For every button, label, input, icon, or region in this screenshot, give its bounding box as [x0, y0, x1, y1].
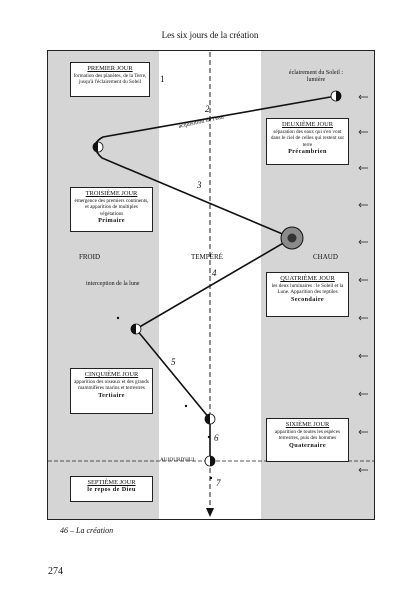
day-era: Tertiaire [98, 391, 125, 399]
day-text: apparition de toutes les espèces terrest… [274, 429, 341, 442]
page-title: Les six jours de la création [161, 30, 259, 40]
cold-band [48, 51, 159, 519]
step-number-1: 1 [160, 74, 165, 84]
step-number-7: 7 [216, 478, 221, 488]
day-text: apparition des oiseaux et des grands mam… [74, 379, 149, 392]
day-text: formation des planètes, de la Terre, jus… [73, 73, 147, 86]
day-text: séparation des eaux qui s'en vont dans l… [270, 129, 345, 148]
moon-phase-today [204, 455, 216, 467]
day-era: Secondaire [290, 295, 325, 303]
dot [209, 476, 213, 480]
day-box-2: DEUXIÈME JOUR séparation des eaux qui s'… [266, 118, 349, 165]
moon-phase-3 [130, 323, 142, 335]
step-number-4: 4 [212, 268, 217, 278]
sun-light-label: éclairement du Soleil : lumière [288, 70, 344, 83]
day-era: Précambrien [288, 147, 327, 155]
moon-label: interception de la lune [86, 281, 140, 287]
step-number-6: 6 [214, 433, 219, 443]
day-heading: TROISIÈME JOUR [85, 190, 138, 197]
step-number-2: 2 [205, 104, 210, 114]
day-box-6: SIXIÈME JOUR apparition de toutes les es… [266, 418, 349, 462]
side-arrows [358, 94, 368, 473]
day-box-4: QUATRIÈME JOUR les deux luminaires : le … [266, 272, 349, 317]
zone-hot-label: CHAUD [313, 253, 338, 261]
moon-phase-4 [204, 413, 216, 425]
day-box-5: CINQUIÈME JOUR apparition des oiseaux et… [70, 368, 153, 414]
day-text: les deux luminaires : le Soleil et la Lu… [271, 283, 344, 296]
day-heading: SEPTIÈME JOUR [87, 479, 136, 486]
today-label: AUJOURD'HUI [160, 457, 195, 463]
day-heading: QUATRIÈME JOUR [280, 275, 335, 282]
day-heading: CINQUIÈME JOUR [84, 371, 139, 378]
time-arrow-head [206, 508, 214, 517]
zone-temperate-label: TEMPÉRÉ [191, 253, 223, 261]
day-box-3: TROISIÈME JOUR émergence des premiers co… [70, 187, 153, 232]
day-text: émergence des premiers continents, et ap… [74, 198, 149, 217]
moon-phase-2 [92, 141, 104, 153]
dot [184, 404, 188, 408]
day-box-1: PREMIER JOUR formation des planètes, de … [70, 62, 150, 97]
dot [116, 316, 120, 320]
day-era: Quaternaire [289, 441, 326, 449]
step-number-3: 3 [197, 180, 202, 190]
figure-caption: 46 – La création [60, 526, 114, 535]
moon-phase-1 [330, 90, 342, 102]
day-era: Primaire [98, 216, 125, 224]
day-heading: SIXIÈME JOUR [285, 421, 330, 428]
page-number: 274 [48, 566, 63, 577]
sun-disk [280, 226, 304, 250]
zone-cold-label: FROID [79, 253, 101, 261]
day-heading: DEUXIÈME JOUR [282, 121, 333, 128]
day-heading: PREMIER JOUR [87, 65, 133, 72]
dot [207, 435, 211, 439]
day-box-7: SEPTIÈME JOUR le repos de Dieu [70, 476, 153, 502]
day-era: le repos de Dieu [87, 486, 136, 494]
step-number-5: 5 [171, 357, 176, 367]
